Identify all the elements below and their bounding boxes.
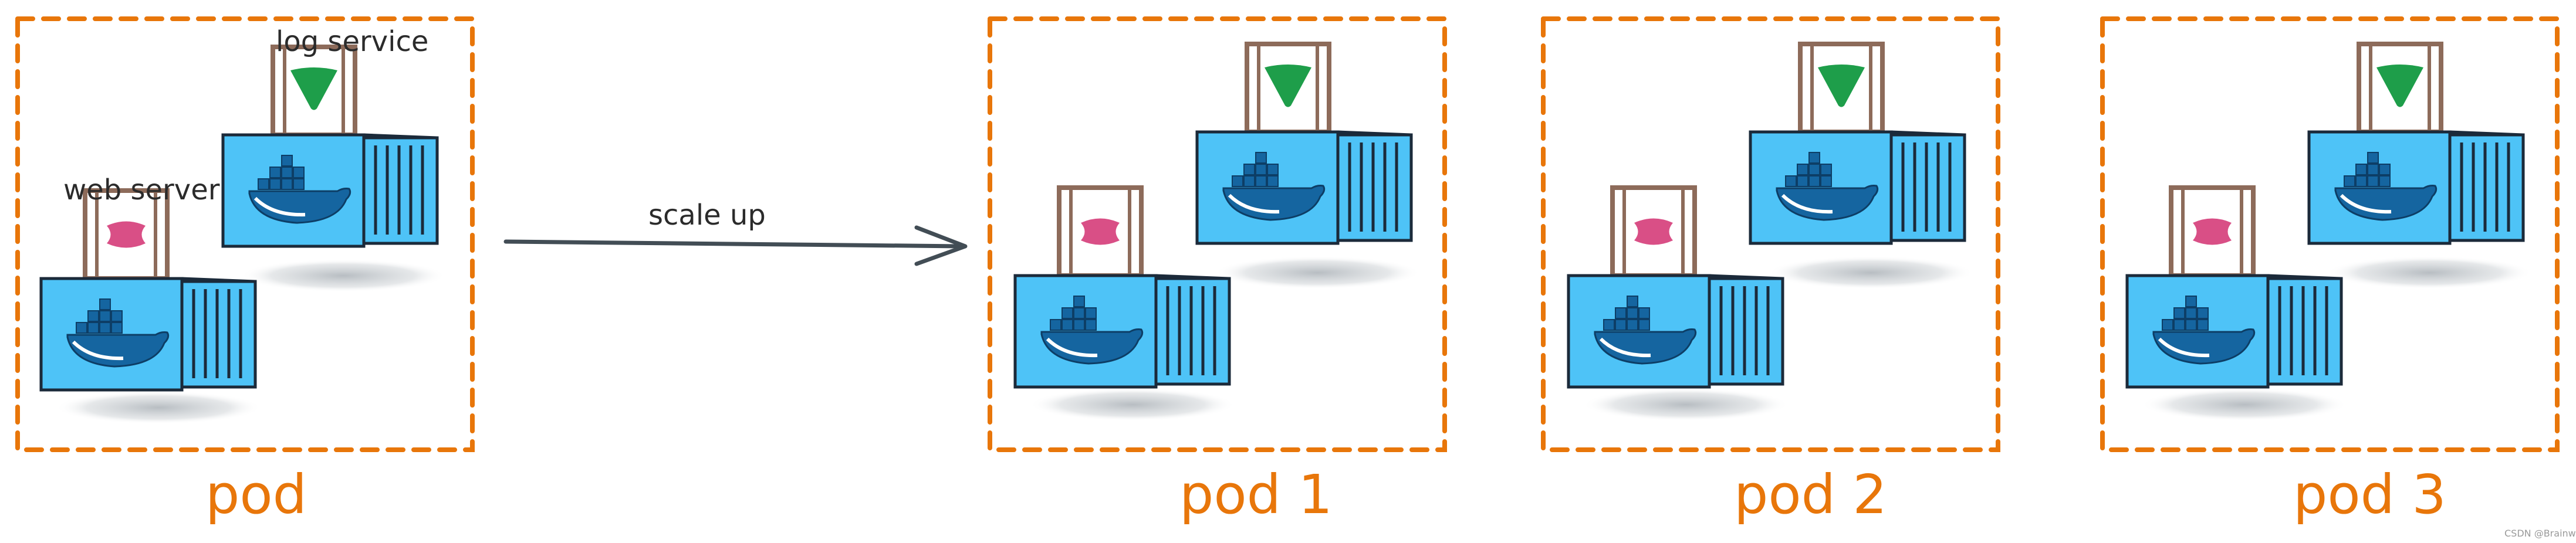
replica-pod-3: pod 3 xyxy=(2100,16,2560,526)
replica-pod-2: pod 2 xyxy=(1541,16,2000,526)
scale-up-label: scale up xyxy=(648,199,766,232)
pod-2-containers xyxy=(1568,44,1973,421)
source-pod-containers xyxy=(41,47,446,424)
replica-pod-1: pod 1 xyxy=(988,16,1447,526)
pod-3-containers xyxy=(2127,44,2532,421)
watermark: CSDN @Brainwang xyxy=(2504,528,2576,539)
arrow-icon xyxy=(503,239,965,249)
source-pod-border xyxy=(15,16,475,452)
pod-1-label: pod 1 xyxy=(1179,463,1333,526)
source-pod: web server log service pod xyxy=(15,16,475,526)
pod-1-containers xyxy=(1015,44,1420,421)
pod-3-label: pod 3 xyxy=(2293,463,2446,526)
pod-3-border xyxy=(2100,16,2560,452)
pod-2-border xyxy=(1541,16,2000,452)
arrowhead-icon xyxy=(914,225,968,266)
pod-2-label: pod 2 xyxy=(1734,463,1887,526)
scale-up-arrow: scale up xyxy=(503,199,968,266)
pod-1-border xyxy=(988,16,1447,452)
log-service-label: log service xyxy=(276,25,428,58)
source-pod-label: pod xyxy=(205,463,307,526)
web-server-label: web server xyxy=(63,174,220,206)
